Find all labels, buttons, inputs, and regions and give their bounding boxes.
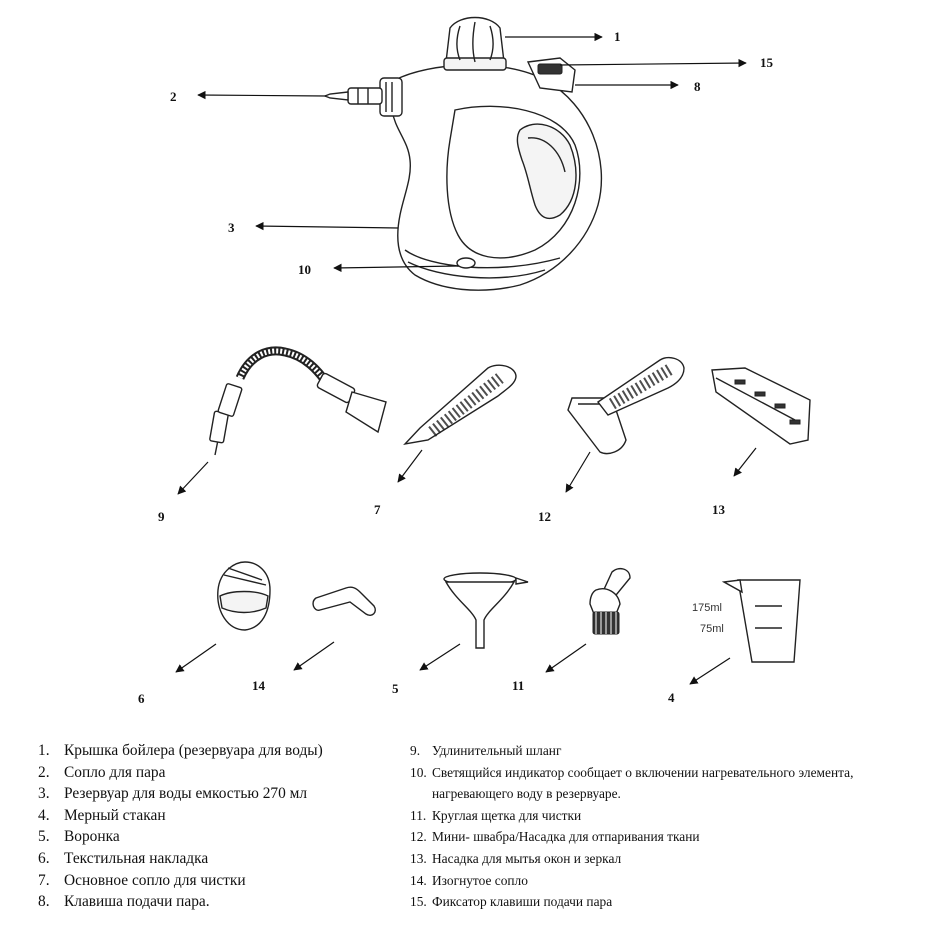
callout-3: 3 [228, 220, 235, 235]
cup-mark-75: 75ml [700, 623, 724, 635]
callout-4: 4 [668, 690, 675, 705]
callout-6: 6 [138, 691, 145, 706]
extension-hose [209, 346, 387, 456]
cup-mark-175: 175ml [692, 602, 722, 614]
callout-2: 2 [170, 89, 177, 104]
callout-5: 5 [392, 681, 399, 696]
measuring-cup: 175ml 75ml [692, 579, 801, 663]
main-cleaning-nozzle [403, 364, 517, 446]
legend-left: 1.Крышка бойлера (резервуара для воды) 2… [38, 740, 408, 913]
steam-nozzle [323, 87, 383, 105]
callout-13: 13 [712, 502, 726, 517]
legend-item: 11.Круглая щетка для чистки [410, 807, 582, 823]
legend-item: 13.Насадка для мытья окон и зеркал [410, 850, 622, 866]
indicator-light [456, 257, 476, 269]
legend-item: 8.Клавиша подачи пара. [38, 893, 210, 911]
legend-right: 9.Удлинительный шланг 10.Светящийся инди… [410, 740, 935, 913]
callout-11: 11 [512, 678, 524, 693]
boiler-cap [443, 16, 507, 71]
steam-trigger [526, 57, 576, 93]
legend-item: 4.Мерный стакан [38, 806, 166, 824]
legend-item: 14.Изогнутое сопло [410, 872, 528, 888]
legend-item: 9.Удлинительный шланг [410, 743, 562, 758]
legend-item-continuation: нагревающего воду в резервуаре. [432, 786, 621, 802]
window-attachment [711, 367, 811, 445]
round-brush [589, 567, 631, 635]
bent-nozzle [312, 586, 376, 616]
callout-9: 9 [158, 509, 165, 524]
textile-cover [217, 561, 271, 631]
legend-item: 3.Резервуар для воды емкостью 270 мл [38, 785, 308, 803]
legend-item: 6.Текстильная накладка [38, 849, 209, 867]
callout-7: 7 [374, 502, 381, 517]
callout-1: 1 [614, 29, 621, 44]
callout-10: 10 [298, 262, 311, 277]
callout-14: 14 [252, 678, 266, 693]
legend-item: 10.Светящийся индикатор сообщает о включ… [410, 764, 854, 780]
callout-15: 15 [760, 55, 774, 70]
callout-8: 8 [694, 79, 701, 94]
legend-item: 1.Крышка бойлера (резервуара для воды) [38, 742, 323, 759]
legend-item: 7.Основное сопло для чистки [38, 871, 246, 889]
legend-item: 2.Сопло для пара [38, 763, 166, 781]
legend-item: 15.Фиксатор клавиши подачи пара [410, 894, 613, 910]
legend-item: 5.Воронка [38, 828, 120, 846]
mini-mop [567, 356, 685, 455]
funnel [443, 572, 529, 649]
legend-item: 12.Мини- швабра/Насадка для отпаривания … [410, 829, 700, 845]
callout-12: 12 [538, 509, 551, 524]
steamer-body [323, 16, 602, 291]
